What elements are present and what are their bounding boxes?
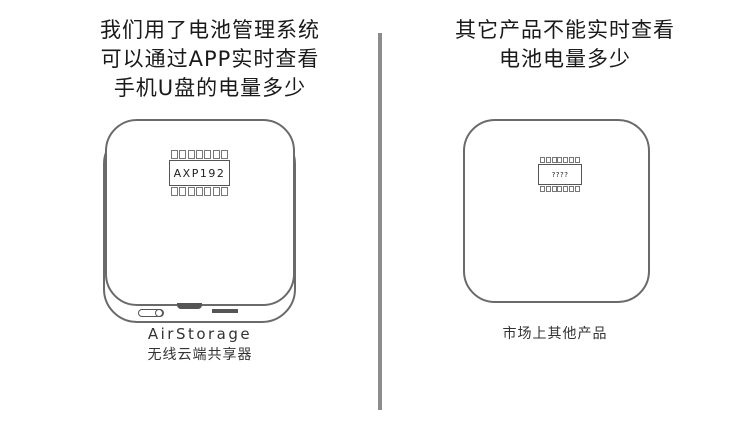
card-slot-icon — [212, 309, 238, 313]
chip-pins-top — [171, 150, 228, 159]
chip-pin — [204, 150, 212, 159]
chip-pin — [171, 150, 178, 159]
power-switch-icon — [138, 309, 164, 317]
chip-label: ???? — [551, 170, 569, 179]
chip-pins-bottom — [540, 186, 580, 192]
chip-pin — [569, 186, 575, 192]
usb-port-icon — [177, 303, 202, 309]
chip-pins-bottom — [171, 187, 228, 196]
left-heading: 我们用了电池管理系统 可以通过APP实时查看 手机U盘的电量多少 — [60, 16, 360, 103]
chip-pin — [563, 186, 569, 192]
chip-pin — [171, 187, 178, 196]
other-product-caption: 市场上其他产品 — [502, 326, 608, 342]
chip-pin — [557, 186, 563, 192]
right-heading: 其它产品不能实时查看 电池电量多少 — [420, 16, 710, 74]
center-divider — [378, 33, 382, 410]
chip-pin — [557, 157, 563, 163]
unknown-chip: ???? — [538, 164, 582, 185]
right-heading-line-2: 电池电量多少 — [499, 47, 631, 71]
chip-pin — [551, 157, 557, 163]
chip-pin — [545, 157, 551, 163]
chip-pin — [187, 150, 195, 159]
chip-pin — [187, 187, 195, 196]
left-heading-line-1: 我们用了电池管理系统 — [100, 18, 320, 42]
airstorage-caption: AirStorage — [147, 325, 253, 343]
left-heading-line-2: 可以通过APP实时查看 — [100, 47, 320, 71]
switch-knob-icon — [155, 309, 163, 317]
airstorage-device-body — [105, 119, 295, 306]
chip-pin — [563, 157, 569, 163]
chip-pin — [574, 186, 580, 192]
chip-pin — [574, 157, 580, 163]
chip-pins-top — [540, 157, 580, 163]
chip-pin — [212, 150, 220, 159]
chip-pin — [195, 187, 203, 196]
chip-pin — [195, 150, 203, 159]
airstorage-subcaption: 无线云端共享器 — [147, 347, 253, 363]
other-product-device — [463, 119, 650, 303]
left-heading-line-3: 手机U盘的电量多少 — [113, 76, 307, 100]
chip-pin — [220, 150, 228, 159]
chip-pin — [540, 186, 545, 192]
chip-pin — [179, 187, 187, 196]
chip-pin — [551, 186, 557, 192]
chip-pin — [220, 187, 228, 196]
chip-pin — [204, 187, 212, 196]
chip-pin — [545, 186, 551, 192]
chip-pin — [212, 187, 220, 196]
chip-pin — [179, 150, 187, 159]
axp192-chip: AXP192 — [169, 160, 230, 186]
chip-label: AXP192 — [173, 166, 226, 180]
chip-pin — [569, 157, 575, 163]
right-heading-line-1: 其它产品不能实时查看 — [455, 18, 675, 42]
chip-pin — [540, 157, 545, 163]
